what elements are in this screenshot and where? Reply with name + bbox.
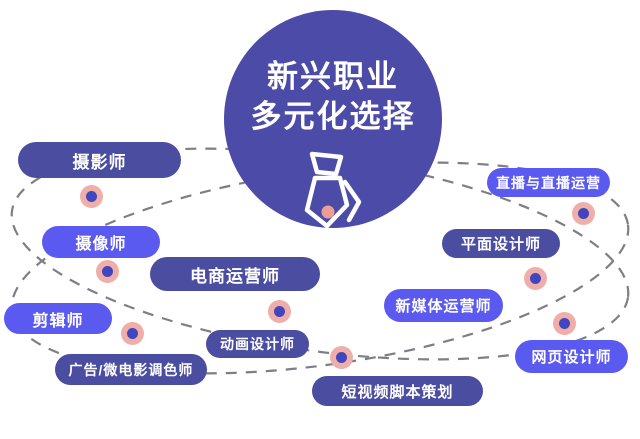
central-title: 新兴职业 多元化选择 [224, 57, 442, 137]
central-circle: 新兴职业 多元化选择 [224, 10, 442, 229]
career-pill: 摄影师 [18, 142, 181, 178]
tie-accent-dot [321, 205, 335, 219]
career-pill: 电商运营师 [150, 257, 320, 291]
career-pill-label: 摄像师 [75, 236, 127, 253]
career-pill: 剪辑师 [4, 303, 112, 334]
career-pill-label: 网页设计师 [531, 349, 612, 366]
career-pill-label: 剪辑师 [32, 312, 84, 330]
orbit-dot [571, 201, 595, 225]
career-pill-label: 摄影师 [72, 152, 127, 172]
career-pill-label: 短视频脚本策划 [341, 383, 454, 401]
orbit-dot [267, 299, 291, 323]
orbit-dot [79, 184, 103, 208]
orbit-dot [523, 266, 547, 290]
career-pill: 短视频脚本策划 [312, 376, 483, 406]
career-pill: 直播与直播运营 [487, 168, 610, 197]
tie-icon [304, 151, 362, 229]
career-pill-label: 动画设计师 [220, 336, 295, 352]
career-pill-label: 电商运营师 [190, 266, 280, 286]
orbit-dot [120, 321, 144, 345]
career-pill-label: 新媒体运营师 [395, 298, 492, 315]
central-title-line1: 新兴职业 [267, 59, 399, 94]
orbit-dot [95, 259, 119, 283]
orbit-dot [329, 345, 353, 369]
career-pill: 摄像师 [42, 226, 160, 258]
career-pill-label: 直播与直播运营 [496, 174, 601, 191]
career-pill: 广告/微电影调色师 [55, 354, 207, 385]
career-pill-label: 广告/微电影调色师 [68, 361, 194, 378]
career-pill: 平面设计师 [442, 229, 560, 258]
central-title-line2: 多元化选择 [250, 99, 416, 134]
career-pill-label: 平面设计师 [460, 236, 541, 253]
career-pill: 动画设计师 [206, 330, 309, 358]
career-pill: 新媒体运营师 [384, 289, 503, 322]
career-pill: 网页设计师 [515, 340, 628, 373]
orbit-dot [552, 311, 576, 335]
